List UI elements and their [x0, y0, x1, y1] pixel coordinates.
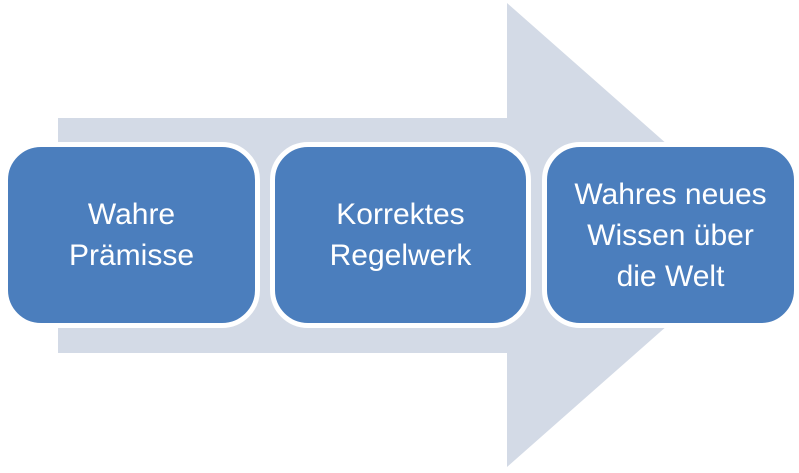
step-label-line: Wahres neues [574, 177, 767, 211]
step-label-line: Regelwerk [329, 239, 472, 272]
step-label-line: die Welt [616, 259, 725, 293]
process-step-premise: Wahre Prämisse [3, 142, 260, 328]
step-label-line: Prämisse [68, 239, 195, 272]
step-label-line: Korrektes [336, 198, 465, 231]
step-label-line: Wissen über [587, 218, 754, 252]
step-label-line: Wahre [87, 198, 176, 231]
process-step-rules: Korrektes Regelwerk [270, 142, 531, 328]
process-step-knowledge: Wahres neues Wissen über die Welt [542, 142, 799, 328]
